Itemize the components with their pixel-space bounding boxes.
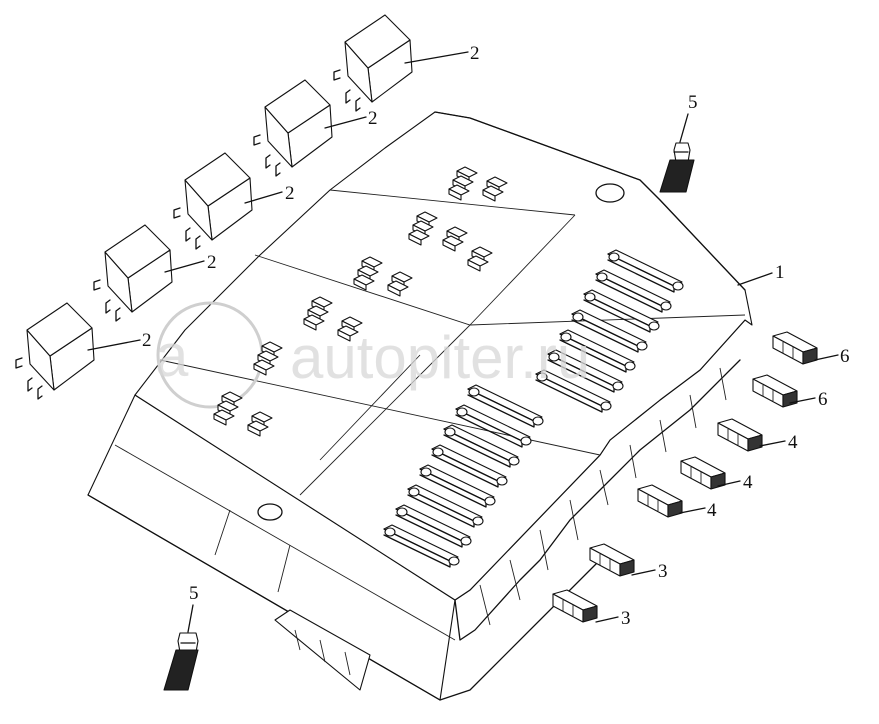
leader-lines — [87, 51, 839, 633]
callout-5-bottom: 5 — [189, 583, 199, 604]
fuse-row-9 — [455, 404, 532, 448]
loose-fuse-7 — [552, 589, 598, 623]
callout-5-top: 5 — [688, 92, 698, 113]
slot-side-6-2 — [303, 318, 317, 331]
callout-3-lower: 3 — [621, 608, 631, 629]
relay-3 — [173, 152, 253, 250]
slot-side-11-1 — [467, 259, 481, 272]
bolt-bottom — [163, 632, 199, 691]
slot-side-8-2 — [253, 363, 267, 376]
fuse-row-2 — [595, 269, 672, 313]
relays-group — [15, 14, 413, 400]
fuse-row-1 — [607, 249, 684, 293]
slot-side-2-2 — [408, 233, 422, 246]
fuse-row-13 — [407, 484, 484, 528]
bolt-top — [659, 142, 695, 193]
fuse-row-8 — [467, 384, 544, 428]
fuse-row-11 — [431, 444, 508, 488]
loose-fuse-2 — [752, 374, 798, 408]
slot-side-5-1 — [387, 284, 401, 297]
fuse-row-14 — [395, 504, 472, 548]
fuse-row-4 — [571, 309, 648, 353]
relay-1 — [333, 14, 413, 112]
callout-2-relay-c: 2 — [285, 183, 295, 204]
slot-side-1-1 — [482, 189, 496, 202]
callout-2-relay-e: 2 — [142, 330, 152, 351]
relay-2 — [253, 79, 333, 177]
slot-side-0-2 — [448, 188, 462, 201]
loose-fuses-group — [552, 331, 818, 623]
callout-1-box: 1 — [775, 262, 785, 283]
callout-6-lower: 6 — [818, 389, 828, 410]
watermark-logo-letter: a — [155, 322, 189, 389]
callout-3-upper: 3 — [658, 561, 668, 582]
callout-2-relay-b: 2 — [368, 108, 378, 129]
loose-fuse-1 — [772, 331, 818, 365]
fuse-row-10 — [443, 424, 520, 468]
slot-side-10-1 — [247, 424, 261, 437]
watermark-text: autopiter.ru — [290, 324, 590, 391]
slot-side-4-2 — [353, 278, 367, 291]
callout-4-a: 4 — [788, 432, 798, 453]
loose-fuse-5 — [637, 484, 683, 518]
callout-labels: 1 2 2 2 2 2 5 5 6 6 4 4 4 3 3 — [142, 43, 850, 629]
callout-4-c: 4 — [707, 500, 717, 521]
callout-2-relay-a: 2 — [470, 43, 480, 64]
loose-fuse-3 — [717, 418, 763, 452]
relay-5 — [15, 302, 95, 400]
fuse-row-12 — [419, 464, 496, 508]
fuse-row-6 — [547, 349, 624, 393]
fuse-row-15 — [383, 524, 460, 568]
fuse-row-3 — [583, 289, 660, 333]
loose-fuse-6 — [589, 543, 635, 577]
fuse-row-5 — [559, 329, 636, 373]
callout-4-b: 4 — [743, 472, 753, 493]
slot-side-7-1 — [337, 329, 351, 342]
relay-4 — [93, 224, 173, 322]
fuse-row-7 — [535, 369, 612, 413]
fuse-slots — [213, 166, 684, 568]
callout-2-relay-d: 2 — [207, 252, 217, 273]
loose-fuse-4 — [680, 456, 726, 490]
callout-6-upper: 6 — [840, 346, 850, 367]
slot-side-9-2 — [213, 413, 227, 426]
slot-side-3-1 — [442, 239, 456, 252]
